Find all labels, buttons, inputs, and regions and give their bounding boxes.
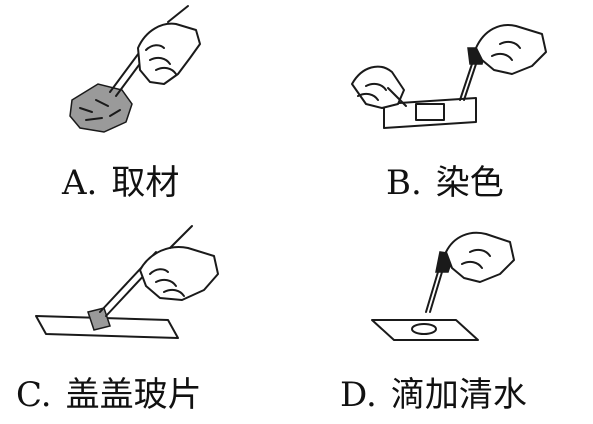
caption-label: 盖盖玻片 [65,375,202,415]
caption-letter: A. [62,163,98,203]
caption-label: 滴加清水 [390,375,527,415]
dropper-water-on-slide-icon [371,231,515,341]
caption-d: D. 滴加清水 [340,378,527,412]
caption-label: 取材 [111,163,180,203]
panel-c: C. 盖盖玻片 [0,212,296,424]
caption-label: 染色 [435,163,504,203]
panel-a: A. 取材 [0,0,296,212]
dropper-staining-slide-icon [351,24,547,129]
panel-b: B. 染色 [296,0,593,212]
caption-a: A. 取材 [62,166,179,200]
caption-b: B. 染色 [386,166,504,200]
caption-c: C. 盖盖玻片 [16,378,202,412]
tweezers-picking-tissue-icon [69,5,201,133]
tweezers-placing-coverslip-icon [35,225,219,339]
caption-letter: D. [340,375,377,415]
caption-letter: C. [16,375,52,415]
panel-d: D. 滴加清水 [296,212,593,424]
caption-letter: B. [386,163,422,203]
